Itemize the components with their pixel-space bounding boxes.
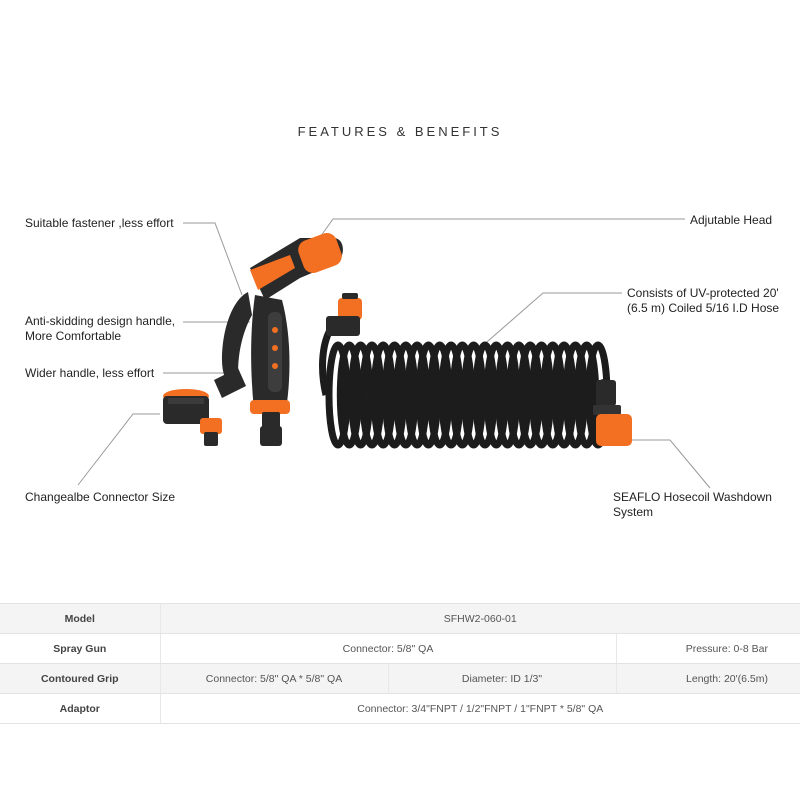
callout-fastener: Suitable fastener ,less effort (25, 216, 174, 230)
spec-row-spray-gun: Spray Gun Connector: 5/8" QA Pressure: 0… (0, 633, 800, 664)
callout-connector: Changealbe Connector Size (25, 490, 176, 504)
page-title: FEATURES & BENEFITS (297, 124, 503, 139)
spec-label: Model (0, 603, 160, 634)
hose-coil (415, 341, 441, 449)
hose-coil (336, 341, 362, 449)
hose-coil (528, 341, 554, 449)
hose-coil (517, 341, 543, 449)
leader-system (630, 439, 711, 489)
callout-handle: Anti-skidding design handle, More Comfor… (25, 314, 176, 343)
hose-coil (325, 341, 351, 449)
spec-row-model: Model SFHW2-060-01 (0, 603, 800, 634)
hose-coil (483, 341, 509, 449)
hose-coil (540, 341, 566, 449)
hose-coil (438, 341, 464, 449)
hose-coil (393, 341, 419, 449)
spray-gun (214, 233, 343, 446)
spec-row-adaptor: Adaptor Connector: 3/4"FNPT / 1/2"FNPT /… (0, 693, 800, 724)
hose-coil (427, 341, 453, 449)
spec-label: Spray Gun (0, 633, 160, 664)
adaptor (163, 389, 222, 446)
hose-coil (449, 341, 475, 449)
spec-table: Model SFHW2-060-01 Spray Gun Connector: … (0, 603, 800, 724)
hose-coil (348, 341, 374, 449)
product-illustration (77, 218, 711, 489)
leader-connector (77, 413, 160, 486)
callout-hose: Consists of UV-protected 20' (6.5 m) Coi… (627, 286, 780, 315)
spec-value: Pressure: 0-8 Bar (615, 633, 800, 664)
leader-hose (479, 292, 622, 349)
hose-coil (506, 341, 532, 449)
coiled-hose (319, 293, 632, 449)
hose-coil (551, 341, 577, 449)
spec-value: SFHW2-060-01 (159, 603, 800, 634)
hose-coil (495, 341, 521, 449)
hose-coil (359, 341, 385, 449)
leader-head (317, 218, 685, 241)
spec-value: Diameter: ID 1/3" (387, 663, 616, 694)
hose-coil (382, 341, 408, 449)
spec-label: Adaptor (0, 693, 160, 724)
callout-system: SEAFLO Hosecoil Washdown System (613, 490, 772, 519)
hose-coil (574, 341, 600, 449)
spec-label: Contoured Grip (0, 663, 160, 694)
spec-value: Connector: 5/8" QA * 5/8" QA (159, 663, 388, 694)
leader-fastener (183, 222, 243, 296)
spec-value: Length: 20'(6.5m) (615, 663, 800, 694)
spec-value: Connector: 3/4"FNPT / 1/2"FNPT / 1"FNPT … (159, 693, 800, 724)
hose-coil (404, 341, 430, 449)
spec-value: Connector: 5/8" QA (159, 633, 616, 664)
callout-wider: Wider handle, less effort (25, 366, 155, 380)
spec-row-grip: Contoured Grip Connector: 5/8" QA * 5/8"… (0, 663, 800, 694)
hose-coil (562, 341, 588, 449)
hose-coil (472, 341, 498, 449)
hose-coil (461, 341, 487, 449)
hose-coil (370, 341, 396, 449)
callout-head: Adjutable Head (690, 213, 773, 227)
